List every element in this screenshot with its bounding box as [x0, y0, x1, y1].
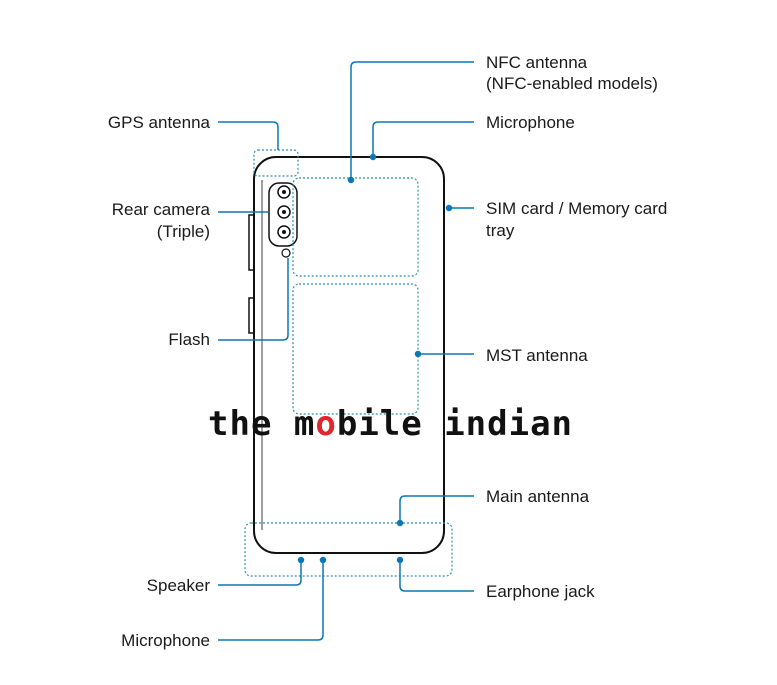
leader-mic-bottom	[218, 560, 324, 641]
label-mic-top: Microphone	[486, 113, 575, 132]
leader-main-antenna	[399, 495, 474, 523]
leader-nfc	[350, 61, 474, 180]
label-earphone-jack: Earphone jack	[486, 582, 595, 601]
camera-lens-3	[277, 225, 291, 239]
watermark-logo: the mobile indian	[208, 404, 573, 444]
watermark-part3: bile indian	[336, 404, 574, 444]
bottom-antenna-region	[244, 522, 453, 577]
leader-flash	[218, 258, 289, 341]
label-gps: GPS antenna	[107, 113, 210, 132]
leader-gps	[218, 121, 279, 150]
label-nfc-line2: (NFC-enabled models)	[486, 74, 658, 93]
gps-antenna-region	[253, 149, 299, 177]
label-sim-line2: tray	[486, 221, 515, 240]
volume-button	[248, 214, 255, 271]
label-rear-camera-line1: Rear camera	[111, 200, 210, 219]
leader-earphone-jack	[399, 560, 474, 592]
leader-mic-top	[372, 121, 474, 157]
camera-lens-1	[277, 185, 291, 199]
label-flash: Flash	[168, 330, 210, 349]
flash-led	[281, 248, 291, 258]
label-mic-bottom: Microphone	[121, 631, 210, 650]
phone-body-outline	[253, 156, 445, 554]
mst-antenna-region	[292, 283, 419, 415]
leader-speaker	[218, 560, 302, 586]
label-speaker: Speaker	[146, 576, 210, 595]
watermark-brand-o: o	[315, 404, 337, 444]
label-rear-camera-line2: (Triple)	[156, 222, 210, 241]
nfc-antenna-region	[292, 177, 419, 277]
label-sim-line1: SIM card / Memory card	[486, 199, 668, 218]
label-main-antenna: Main antenna	[486, 487, 590, 506]
camera-module	[268, 182, 298, 247]
watermark-part1: the m	[208, 404, 316, 444]
power-button	[248, 297, 255, 334]
label-mst: MST antenna	[486, 346, 588, 365]
label-nfc-line1: NFC antenna	[486, 53, 588, 72]
camera-lens-2	[277, 205, 291, 219]
